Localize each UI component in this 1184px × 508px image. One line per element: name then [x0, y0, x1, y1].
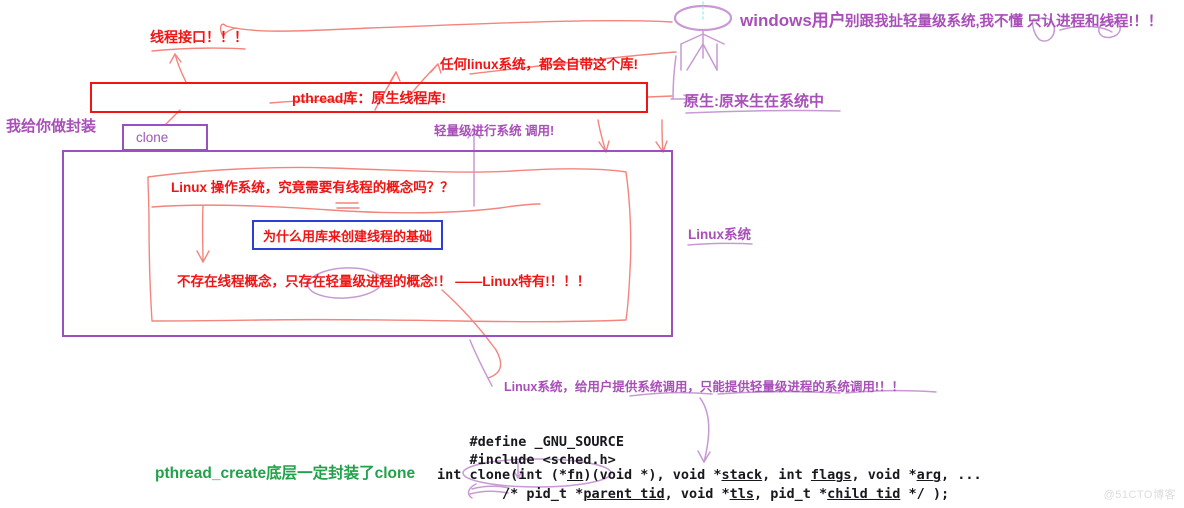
sig2-tail: */ ); [900, 486, 950, 502]
i-wrap-for-you-label: 我给你做封装 [6, 118, 97, 135]
sig2-child-tid: child tid [827, 486, 901, 502]
clone-box: clone [122, 124, 208, 151]
sig-arg: arg [916, 467, 941, 483]
clone-label: clone [136, 130, 169, 145]
sig2-tls: tls [729, 486, 755, 502]
code-clone-signature-line1: int clone(int (*fn)(void *), void *stack… [437, 466, 982, 484]
pthread-library-box: pthread库：原生线程库! [90, 82, 648, 113]
windows-user-label: windows用户 [740, 11, 846, 30]
lightweight-syscall-label: 轻量级进行系统 调用! [434, 124, 555, 138]
linux-system-box [62, 150, 673, 337]
sig-stack: stack [721, 467, 763, 483]
sig-tail: , ... [940, 467, 982, 483]
thread-interface-label: 线程接口！！！ [150, 29, 248, 45]
sig2-pre: /* pid_t * [437, 486, 584, 502]
sig-fn: fn [567, 467, 584, 483]
linux-system-side-label: Linux系统 [688, 227, 751, 242]
any-linux-has-lib-label: 任何linux系统，都会自带这个库! [440, 57, 638, 72]
code-include-line: #include <sched.h> [437, 433, 616, 487]
pthread-library-label: pthread库：原生线程库! [292, 89, 446, 106]
sig-flags: flags [810, 467, 852, 483]
sig-pre: int clone(int (* [437, 467, 568, 483]
sig2-parent-tid: parent tid [583, 486, 665, 502]
watermark: @51CTO博客 [1103, 489, 1176, 501]
windows-user-quote-label: 别跟我扯轻量级系统,我不懂 只认进程和线程!！！ [845, 14, 1163, 30]
linux-provides-syscall-label: Linux系统，给用户提供系统调用，只能提供轻量级进程的系统调用!！！ [504, 380, 904, 394]
code-define-line: #define _GNU_SOURCE [437, 415, 624, 469]
linux-needs-thread-concept-label: Linux 操作系统，究竟需要有线程的概念吗？？ [171, 180, 454, 195]
no-thread-only-lwp-label: 不存在线程概念，只存在轻量级进程的概念!！ ——Linux特有!！！！ [177, 274, 591, 289]
pthread-create-wraps-clone-label: pthread_create底层一定封装了clone [155, 465, 416, 482]
sig-mid2: , int [762, 467, 811, 483]
code-line-include: #include <sched.h> [469, 452, 616, 468]
why-library-label: 为什么用库来创建线程的基础 [262, 228, 432, 244]
native-meaning-label: 原生:原来生在系统中 [684, 93, 824, 110]
sig2-mid1: , void * [664, 486, 730, 502]
sig2-mid2: , pid_t * [754, 486, 828, 502]
code-line-define: #define _GNU_SOURCE [469, 434, 624, 450]
why-library-box: 为什么用库来创建线程的基础 [252, 220, 443, 250]
sig-mid3: , void * [851, 467, 917, 483]
sig-mid1: )(void *), void * [583, 467, 722, 483]
code-clone-signature-line2: /* pid_t *parent tid, void *tls, pid_t *… [437, 485, 949, 503]
